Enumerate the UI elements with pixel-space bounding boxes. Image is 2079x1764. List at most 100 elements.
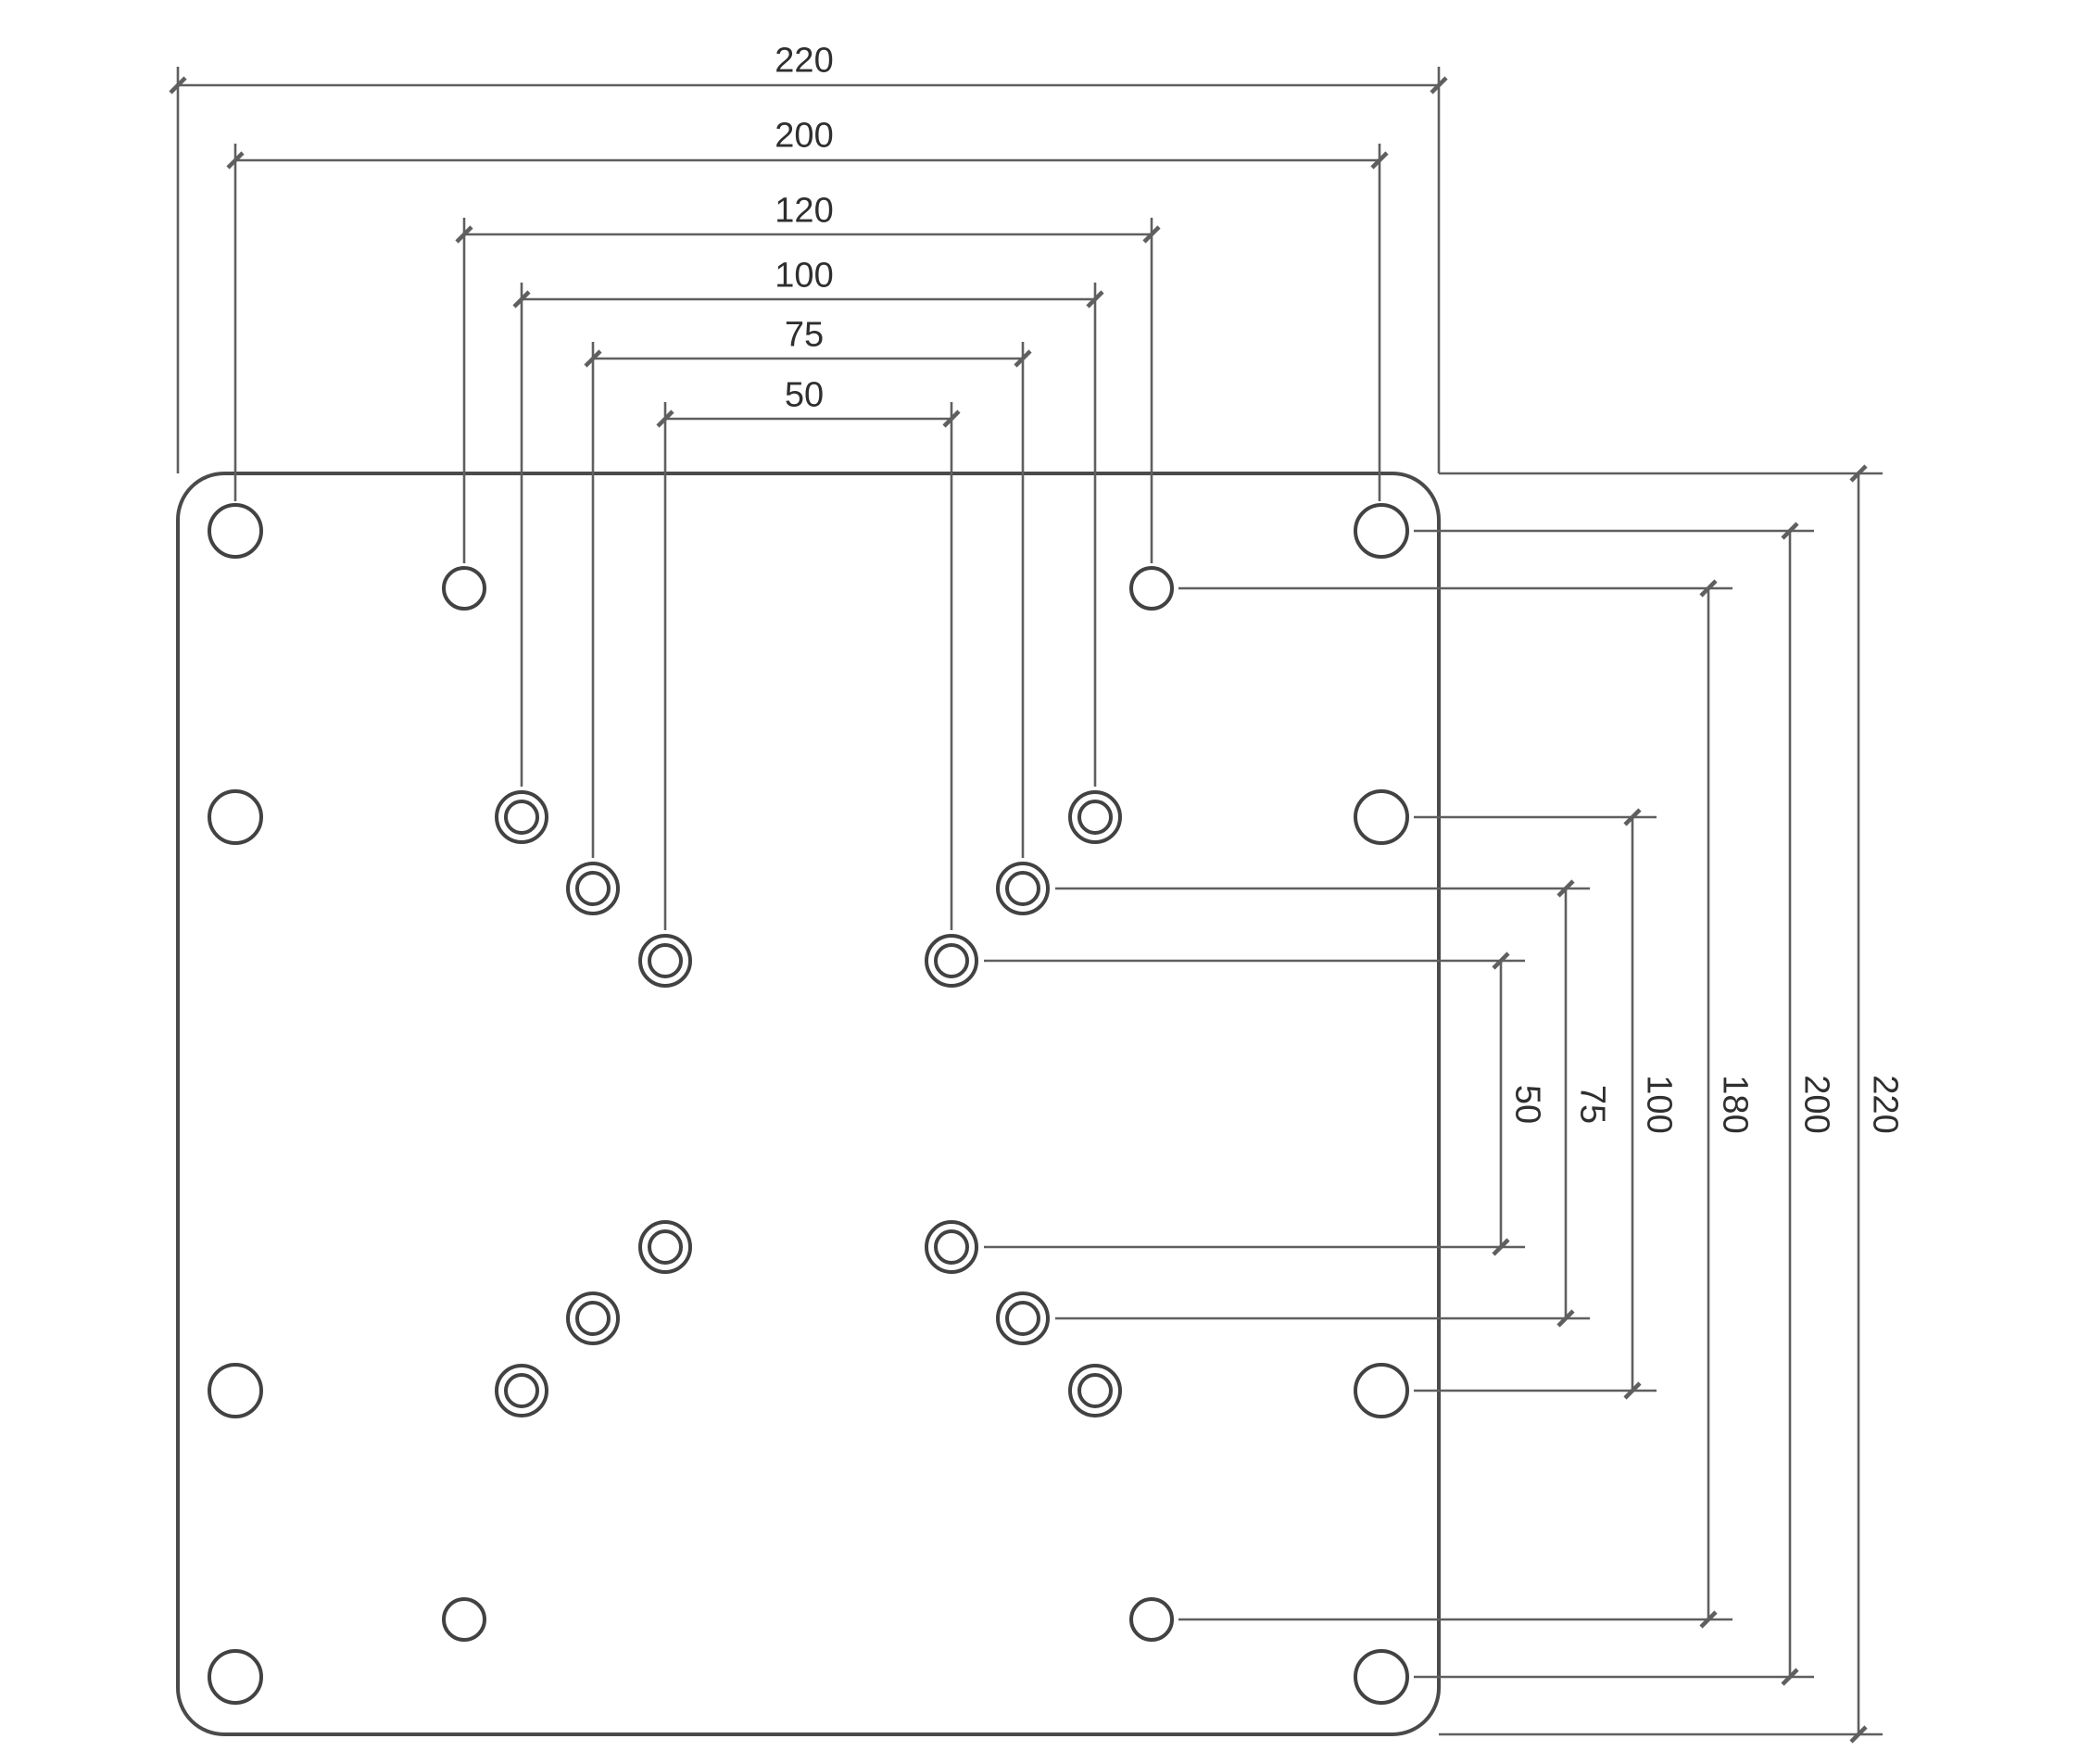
dimension-label: 50 (785, 375, 824, 414)
vesa100-hole-bottom-left-outer (495, 1364, 548, 1418)
edge-hole-right-lower (1354, 1363, 1409, 1418)
dimension-tick (1556, 1309, 1575, 1328)
dim-width-220: 220 (169, 41, 1448, 473)
dimension-tick (1492, 951, 1510, 970)
dim-height-200: 200 (1414, 522, 1836, 1686)
dim-width-100: 100 (512, 256, 1104, 787)
vesa50-hole-bottom-right-outer (925, 1220, 978, 1274)
vesa75-hole-top-left-inner (575, 871, 611, 906)
dim-width-120: 120 (455, 191, 1161, 563)
dim-height-100: 100 (1414, 808, 1679, 1400)
vesa50-hole-top-left (638, 934, 692, 988)
vesa100-hole-bottom-right-inner (1077, 1373, 1113, 1408)
dimension-label: 120 (775, 191, 833, 230)
vesa50-hole-top-right-inner (934, 943, 969, 978)
vesa100-hole-top-right-outer (1068, 790, 1122, 844)
dimension-tick (512, 290, 531, 309)
dimension-label: 100 (1640, 1075, 1679, 1133)
vesa75-hole-top-right-outer (996, 862, 1050, 915)
vesa50-hole-bottom-left-outer (638, 1220, 692, 1274)
corner-hole-bottom-right-outer (1354, 1649, 1409, 1705)
corner-hole-top-right (1354, 503, 1409, 559)
dimension-tick (656, 410, 674, 428)
dimension-label: 100 (775, 256, 833, 295)
vesa100-hole-bottom-right-outer (1068, 1364, 1122, 1418)
vesa50-hole-top-right (925, 934, 978, 988)
small-hole-top-left-outer (442, 566, 486, 611)
dimension-tick (942, 410, 961, 428)
vesa50-hole-bottom-left-inner (648, 1229, 683, 1265)
dimension-label: 75 (785, 315, 824, 354)
vesa100-hole-bottom-left-inner (504, 1373, 539, 1408)
dimension-tick (1781, 522, 1799, 540)
corner-hole-bottom-right (1354, 1649, 1409, 1705)
dim-height-180: 180 (1178, 579, 1755, 1629)
small-hole-bottom-right (1129, 1597, 1174, 1642)
dimension-tick (1623, 808, 1642, 826)
dim-height-220: 220 (1439, 464, 1905, 1744)
small-hole-bottom-left-outer (442, 1597, 486, 1642)
vesa50-hole-top-left-inner (648, 943, 683, 978)
vesa75-hole-bottom-right-outer (996, 1292, 1050, 1345)
small-hole-top-left (442, 566, 486, 611)
dimension-label: 220 (775, 41, 833, 80)
small-hole-top-right (1129, 566, 1174, 611)
vesa100-hole-top-left-outer (495, 790, 548, 844)
vesa100-hole-bottom-right (1068, 1364, 1122, 1418)
edge-hole-left-lower (208, 1363, 263, 1418)
small-hole-bottom-right-outer (1129, 1597, 1174, 1642)
dimension-tick (1430, 76, 1448, 94)
edge-hole-left-upper-outer (208, 789, 263, 845)
dimension-tick (1142, 225, 1161, 244)
vesa75-hole-bottom-left-inner (575, 1301, 611, 1336)
edge-hole-right-upper-outer (1354, 789, 1409, 845)
dimension-label: 75 (1573, 1085, 1612, 1124)
vesa100-hole-top-right-inner (1077, 800, 1113, 835)
vesa75-hole-top-left (566, 862, 620, 915)
dimension-tick (1623, 1381, 1642, 1400)
vesa100-hole-top-right (1068, 790, 1122, 844)
vesa75-hole-bottom-right-inner (1005, 1301, 1040, 1336)
dimension-tick (1849, 464, 1868, 483)
dimension-tick (455, 225, 473, 244)
dimension-label: 200 (775, 116, 833, 155)
corner-hole-top-left (208, 503, 263, 559)
dim-height-50: 50 (984, 951, 1547, 1256)
small-hole-bottom-left (442, 1597, 486, 1642)
dim-width-75: 75 (584, 315, 1032, 858)
dimension-tick (1781, 1668, 1799, 1686)
dimension-tick (584, 349, 602, 368)
plate-outline (176, 472, 1441, 1736)
vesa75-hole-top-right-inner (1005, 871, 1040, 906)
vesa50-hole-top-left-outer (638, 934, 692, 988)
dim-height-75: 75 (1055, 879, 1612, 1328)
vesa100-hole-top-left (495, 790, 548, 844)
edge-hole-right-upper (1354, 789, 1409, 845)
dimension-tick (1556, 879, 1575, 898)
corner-hole-top-left-outer (208, 503, 263, 559)
dimension-label: 220 (1866, 1075, 1905, 1133)
vesa50-hole-bottom-left (638, 1220, 692, 1274)
vesa75-hole-top-right (996, 862, 1050, 915)
dimension-tick (1849, 1725, 1868, 1744)
dimension-tick (1086, 290, 1104, 309)
edge-hole-left-lower-outer (208, 1363, 263, 1418)
corner-hole-bottom-left-outer (208, 1649, 263, 1705)
dimension-label: 200 (1797, 1075, 1836, 1133)
vesa50-hole-top-right-outer (925, 934, 978, 988)
corner-hole-top-right-outer (1354, 503, 1409, 559)
vesa100-hole-top-left-inner (504, 800, 539, 835)
vesa75-hole-top-left-outer (566, 862, 620, 915)
vesa50-hole-bottom-right (925, 1220, 978, 1274)
dimension-tick (1492, 1238, 1510, 1256)
dimension-tick (1699, 1610, 1718, 1629)
vesa75-hole-bottom-left (566, 1292, 620, 1345)
dimension-tick (1370, 151, 1389, 170)
vesa50-hole-bottom-right-inner (934, 1229, 969, 1265)
dim-width-200: 200 (226, 116, 1389, 501)
dim-width-50: 50 (656, 375, 961, 930)
vesa75-hole-bottom-right (996, 1292, 1050, 1345)
dimension-tick (1014, 349, 1032, 368)
